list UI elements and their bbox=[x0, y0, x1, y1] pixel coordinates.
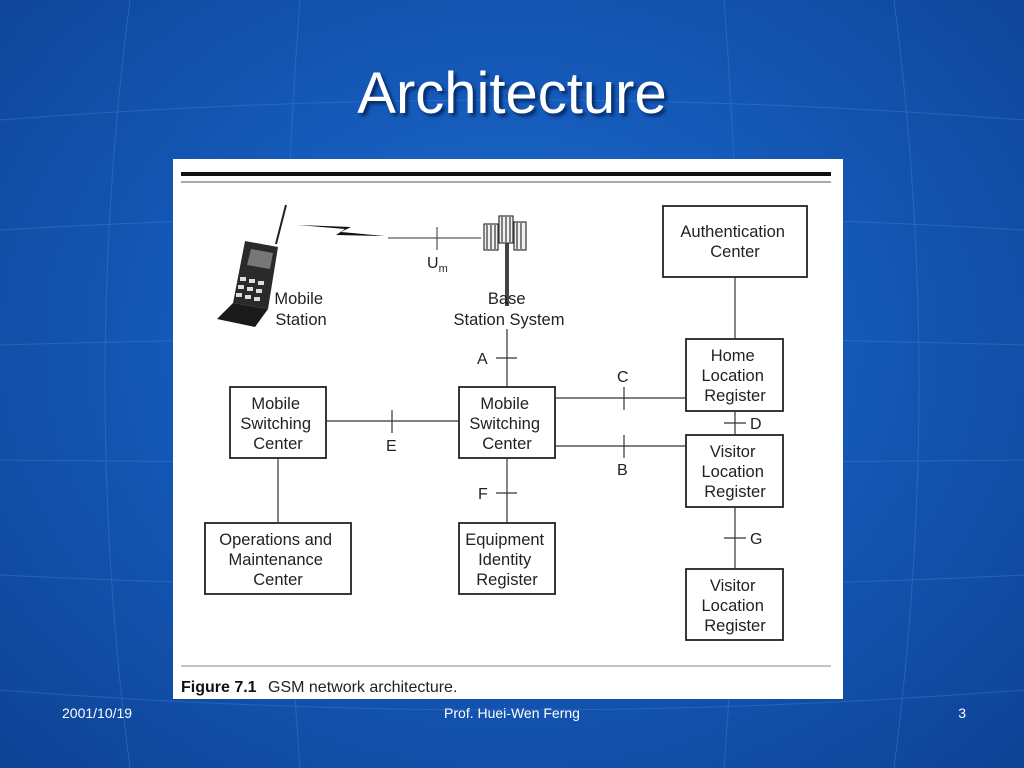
operations-maintenance-center-label: Operations and Maintenance Center bbox=[219, 531, 336, 589]
msc-left-label: Mobile Switching Center bbox=[240, 395, 315, 453]
authentication-center-label: Authentication Center bbox=[680, 223, 789, 261]
base-station-system-label: Base Station System bbox=[454, 290, 565, 329]
home-location-register-box bbox=[685, 338, 784, 412]
equipment-identity-register-box bbox=[458, 522, 556, 595]
authentication-center-box bbox=[662, 205, 808, 278]
interface-a-label: A bbox=[477, 351, 488, 368]
visitor-location-register-1-label: Visitor Location Register bbox=[702, 443, 769, 501]
radio-link-icon bbox=[298, 225, 385, 236]
gsm-architecture-diagram: Mobile Station Base Station System Authe… bbox=[181, 172, 831, 696]
home-location-register-label: Home Location Register bbox=[702, 347, 769, 405]
msc-center-label: Mobile Switching Center bbox=[469, 395, 544, 453]
interface-b-label: B bbox=[617, 462, 628, 479]
connector-lines bbox=[277, 277, 746, 569]
mobile-phone-icon bbox=[217, 204, 287, 327]
interface-d-label: D bbox=[750, 416, 762, 433]
visitor-location-register-2-label: Visitor Location Register bbox=[702, 577, 769, 635]
equipment-identity-register-label: Equipment Identity Register bbox=[465, 531, 548, 589]
interface-f-label: F bbox=[478, 486, 488, 503]
figure-panel: Mobile Station Base Station System Authe… bbox=[173, 159, 843, 699]
footer-page-number: 3 bbox=[958, 705, 966, 721]
interface-g-label: G bbox=[750, 531, 762, 548]
msc-center-box bbox=[458, 386, 556, 459]
interface-um-label: Um bbox=[427, 255, 448, 275]
interface-c-label: C bbox=[617, 369, 629, 386]
base-station-tower-icon bbox=[483, 215, 527, 306]
footer-date: 2001/10/19 bbox=[62, 705, 133, 721]
mobile-station-label: Mobile Station bbox=[274, 290, 327, 329]
interface-e-label: E bbox=[386, 438, 397, 455]
footer-author: Prof. Huei-Wen Ferng bbox=[444, 705, 580, 721]
visitor-location-register-1-box bbox=[685, 434, 784, 508]
visitor-location-register-2-box bbox=[685, 568, 784, 641]
slide-title: Architecture bbox=[357, 61, 667, 126]
figure-caption-text: GSM network architecture. bbox=[268, 679, 457, 696]
figure-caption-label: Figure 7.1 bbox=[181, 679, 257, 696]
